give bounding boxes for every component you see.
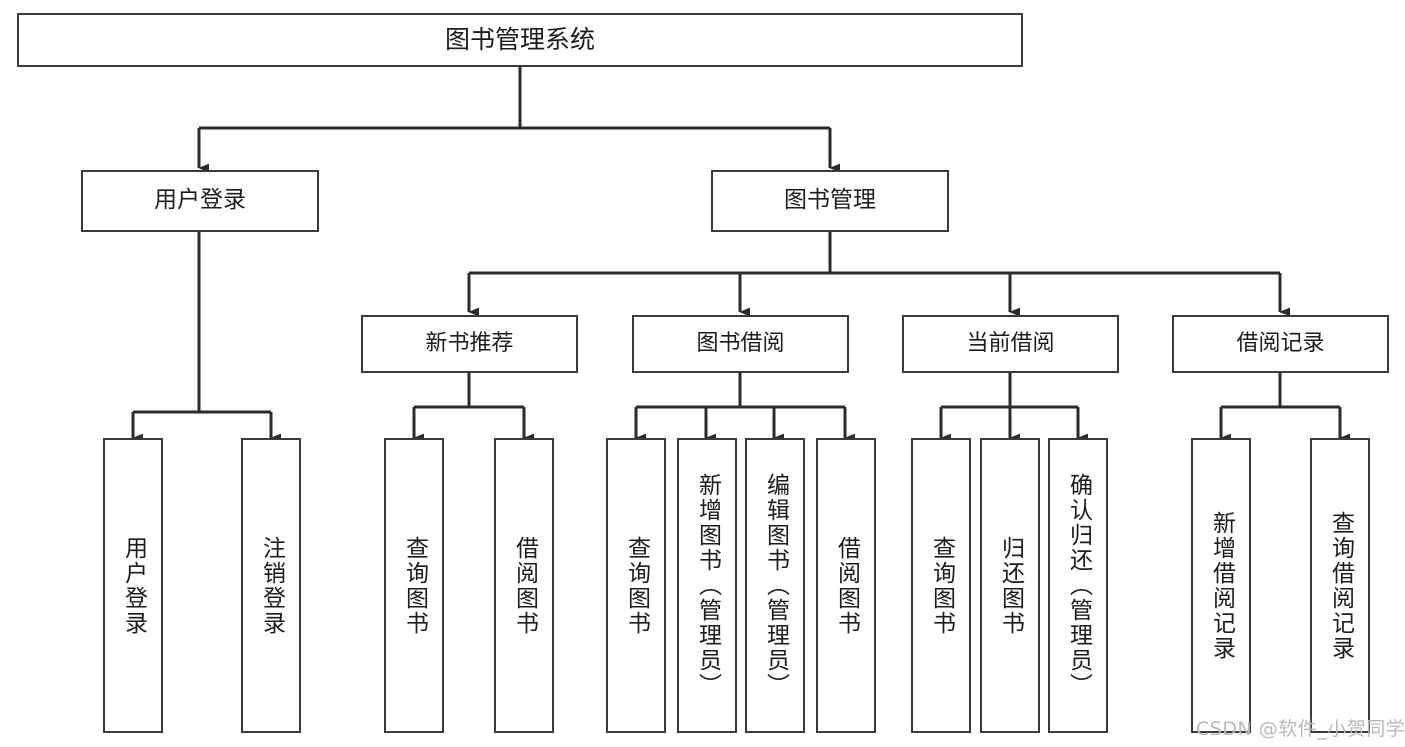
- node-label: 当前借阅: [966, 331, 1055, 357]
- node-label: 新增图书（管理员）: [694, 473, 721, 698]
- node-leaf-edit-book-admin[interactable]: 编辑图书（管理员）: [745, 438, 805, 733]
- node-new-book-recommendation[interactable]: 新书推荐: [361, 315, 578, 373]
- node-label: 图书借阅: [696, 331, 785, 357]
- node-label: 查询图书: [623, 535, 650, 636]
- node-label: 用户登录: [120, 535, 147, 636]
- node-label: 图书管理: [784, 187, 876, 214]
- node-leaf-confirm-return-admin[interactable]: 确认归还（管理员）: [1048, 438, 1108, 733]
- node-label: 查询借阅记录: [1327, 510, 1354, 661]
- node-label: 编辑图书（管理员）: [762, 473, 789, 698]
- node-label: 确认归还（管理员）: [1065, 473, 1092, 698]
- node-leaf-logout[interactable]: 注销登录: [241, 438, 301, 733]
- node-leaf-borrow-book[interactable]: 借阅图书: [816, 438, 876, 733]
- node-label: 新增借阅记录: [1208, 510, 1235, 661]
- node-label: 归还图书: [997, 535, 1024, 636]
- node-leaf-borrow-book-recommend[interactable]: 借阅图书: [494, 438, 554, 733]
- node-label: 用户登录: [154, 187, 246, 214]
- node-label: 图书管理系统: [444, 25, 595, 55]
- node-label: 查询图书: [401, 535, 428, 636]
- node-label: 新书推荐: [425, 331, 514, 357]
- node-leaf-user-login[interactable]: 用户登录: [103, 438, 163, 733]
- node-leaf-query-borrow-record[interactable]: 查询借阅记录: [1310, 438, 1370, 733]
- node-label: 注销登录: [258, 535, 285, 636]
- node-root-book-management-system[interactable]: 图书管理系统: [17, 13, 1023, 67]
- node-leaf-query-book-recommend[interactable]: 查询图书: [384, 438, 444, 733]
- node-user-login[interactable]: 用户登录: [81, 170, 319, 232]
- node-label: 借阅图书: [511, 535, 538, 636]
- node-book-management[interactable]: 图书管理: [711, 170, 949, 232]
- node-leaf-add-book-admin[interactable]: 新增图书（管理员）: [677, 438, 737, 733]
- node-borrowing-records[interactable]: 借阅记录: [1172, 315, 1389, 373]
- node-label: 借阅图书: [833, 535, 860, 636]
- node-label: 借阅记录: [1236, 331, 1325, 357]
- node-leaf-query-book-borrow[interactable]: 查询图书: [606, 438, 666, 733]
- node-leaf-add-borrow-record[interactable]: 新增借阅记录: [1191, 438, 1251, 733]
- node-leaf-query-book-current[interactable]: 查询图书: [911, 438, 971, 733]
- node-leaf-return-book[interactable]: 归还图书: [980, 438, 1040, 733]
- csdn-watermark: CSDN @软件_小贺同学: [1196, 718, 1405, 740]
- node-book-borrowing[interactable]: 图书借阅: [632, 315, 849, 373]
- node-label: 查询图书: [928, 535, 955, 636]
- node-current-borrowing[interactable]: 当前借阅: [902, 315, 1119, 373]
